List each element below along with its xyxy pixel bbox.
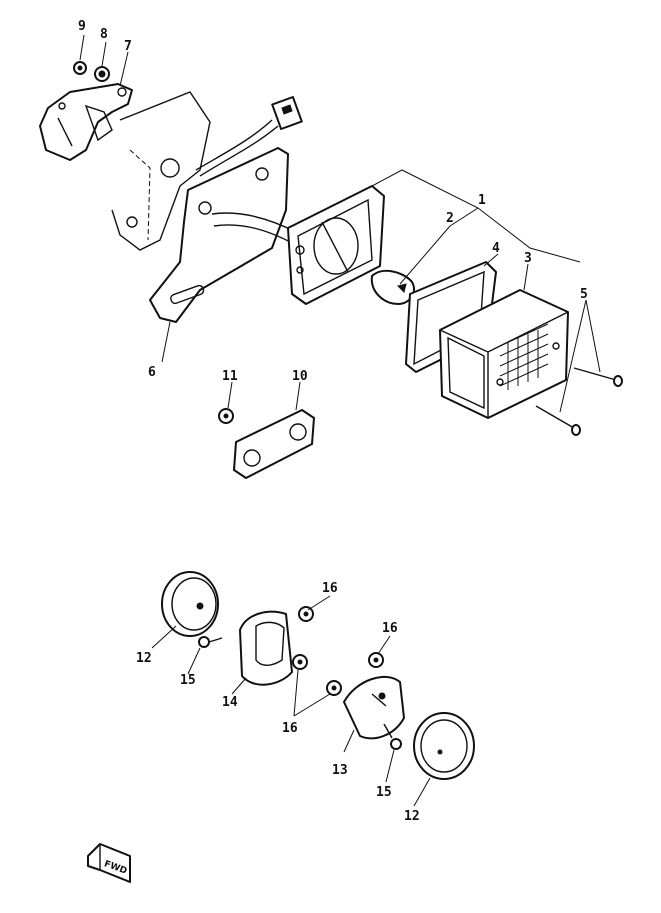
- callout-14: 14: [222, 695, 238, 710]
- part-6-license-bracket: [149, 147, 297, 323]
- part-3-lens: [439, 289, 569, 419]
- part-2-bulb: [370, 269, 416, 305]
- callout-8: 8: [100, 27, 108, 42]
- part-11-nut: [218, 408, 234, 424]
- part-13-signal-housing: [343, 675, 405, 740]
- rear-fender-outline: [111, 91, 211, 251]
- part-1-taillight-base: [287, 185, 385, 305]
- callout-9: 9: [78, 19, 86, 34]
- callout-13: 13: [332, 763, 348, 778]
- callout-3: 3: [524, 251, 532, 266]
- part-12-lens-right: [413, 712, 475, 780]
- callout-10: 10: [292, 369, 308, 384]
- callout-11: 11: [222, 369, 238, 384]
- callout-2: 2: [446, 211, 454, 226]
- callout-6: 6: [148, 365, 156, 380]
- part-8-washer: [94, 66, 110, 82]
- part-12-lens-left: [161, 571, 219, 637]
- part-16-nut-a: [298, 606, 314, 622]
- part-9-nut: [73, 61, 87, 75]
- part-16-nut-c: [368, 652, 384, 668]
- part-14-signal-housing: [239, 610, 293, 686]
- part-16-nut-d: [326, 680, 342, 696]
- lens-grid-pattern: [499, 323, 549, 390]
- callout-12b: 12: [404, 809, 420, 824]
- leader-lines: [79, 34, 601, 807]
- part-5-screw-upper: [573, 367, 623, 387]
- part-5-screw-lower: [535, 405, 581, 436]
- part-15-screw-right: [383, 723, 402, 750]
- part-15-screw-left: [198, 636, 223, 648]
- callout-4: 4: [492, 241, 500, 256]
- part-16-nut-b: [292, 654, 308, 670]
- part-7-mount-bracket: [39, 83, 133, 161]
- callout-16c: 16: [282, 721, 298, 736]
- callout-15b: 15: [376, 785, 392, 800]
- callout-7: 7: [124, 39, 132, 54]
- part-10-reflector: [233, 409, 315, 479]
- callout-16b: 16: [382, 621, 398, 636]
- callout-16a: 16: [322, 581, 338, 596]
- front-direction-arrow-icon: FWD: [87, 843, 131, 883]
- callout-12a: 12: [136, 651, 152, 666]
- callout-1: 1: [478, 193, 486, 208]
- callout-5: 5: [580, 287, 588, 302]
- wiring-harness: [195, 96, 303, 177]
- callout-15a: 15: [180, 673, 196, 688]
